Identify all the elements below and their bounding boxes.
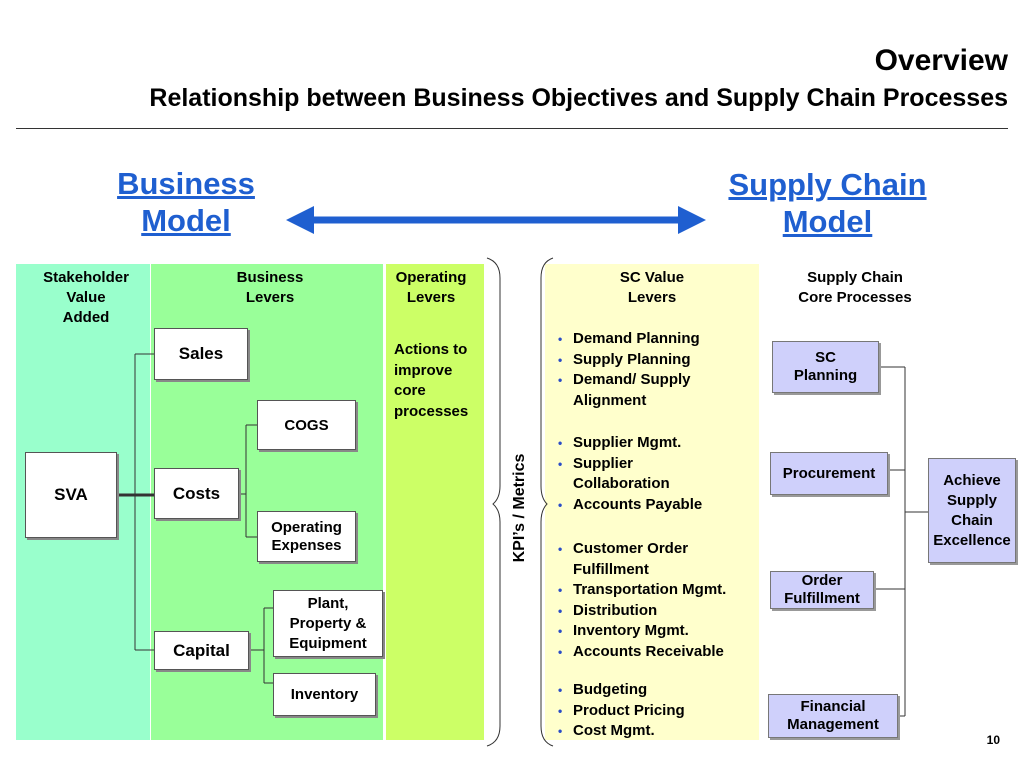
box-line: Property & [289, 614, 367, 632]
heading-line: SC Value [619, 269, 685, 286]
box-line: Management [787, 716, 879, 733]
list-item: Cost Mgmt. [553, 721, 758, 742]
heading-line: Added [62, 309, 110, 326]
heading-line: Core Processes [798, 289, 912, 306]
item-text: Customer Order [573, 540, 689, 557]
list-item: Distribution [553, 601, 758, 622]
heading-line: Levers [245, 289, 295, 306]
box-line: Plant, [307, 594, 349, 612]
stakeholder-heading: Stakeholder Value Added [16, 268, 156, 328]
kpi-metrics-label: KPI’s / Metrics [511, 453, 528, 563]
item-text: Transportation Mgmt. [573, 581, 727, 598]
item-text: Product Pricing [573, 701, 685, 719]
page-title: Overview [874, 44, 1008, 77]
financial-management-box: Financial Management [768, 694, 898, 738]
costs-box: Costs [154, 468, 239, 519]
sc-levers-group-planning: Demand Planning Supply Planning Demand/ … [553, 329, 758, 411]
item-text: Demand Planning [573, 330, 700, 347]
operating-expenses-box: Operating Expenses [257, 511, 356, 562]
item-text: Distribution [573, 601, 658, 619]
item-text: Supply Planning [573, 350, 691, 368]
item-text: Demand/ Supply [573, 371, 691, 388]
box-line: Planning [793, 367, 858, 384]
text-line: improve [394, 361, 453, 379]
item-text: Budgeting [573, 681, 648, 698]
box-line: Excellence [933, 531, 1011, 549]
text-line: processes [394, 402, 469, 420]
business-model-line-2: Model [141, 203, 231, 238]
item-text: Cost Mgmt. [573, 722, 655, 739]
capital-box: Capital [154, 631, 249, 670]
text-line: core [394, 382, 426, 399]
heading-line: Value [66, 289, 106, 306]
operating-levers-heading: Operating Levers [384, 268, 478, 308]
list-item: Budgeting [553, 680, 758, 701]
supply-chain-model-line-1: Supply Chain [728, 167, 927, 202]
list-item: Product Pricing [553, 701, 758, 722]
list-item: Accounts Payable [553, 495, 758, 516]
list-item: Supplier Mgmt. [553, 433, 758, 454]
box-line: Order [801, 572, 843, 589]
item-text: Accounts Receivable [573, 642, 724, 660]
item-text: Fulfillment [573, 560, 649, 578]
ppe-box: Plant, Property & Equipment [273, 590, 383, 657]
item-text: Supplier [573, 454, 634, 472]
list-item: Accounts Receivable [553, 642, 758, 663]
sc-value-levers-heading: SC Value Levers [545, 268, 759, 308]
heading-line: Levers [406, 289, 456, 306]
page-subtitle: Relationship between Business Objectives… [149, 84, 1008, 112]
sva-box: SVA [25, 452, 117, 538]
supply-chain-model-link[interactable]: Supply Chain Model [705, 166, 950, 240]
list-item: Supply Planning [553, 350, 758, 371]
order-fulfillment-box: Order Fulfillment [770, 571, 874, 609]
item-text: Supplier Mgmt. [573, 434, 682, 451]
box-line: Operating [271, 518, 342, 536]
heading-line: Business [236, 269, 304, 286]
box-line: Equipment [289, 634, 367, 652]
sales-box: Sales [154, 328, 248, 380]
item-text: Alignment [573, 391, 647, 409]
supply-chain-model-line-2: Model [782, 204, 873, 239]
box-line: Chain [951, 511, 993, 529]
title-divider [16, 128, 1008, 129]
sc-levers-group-finance: Budgeting Product Pricing Cost Mgmt. [553, 680, 758, 742]
procurement-box: Procurement [770, 452, 888, 495]
heading-line: Operating [395, 269, 467, 286]
list-item: Inventory Mgmt. [553, 621, 758, 642]
list-item: Demand Planning [553, 329, 758, 350]
box-line: Achieve [943, 471, 1001, 489]
business-model-link[interactable]: Business Model [95, 165, 277, 239]
business-model-line-1: Business [117, 166, 255, 201]
item-text: Accounts Payable [573, 495, 703, 513]
core-processes-heading: Supply Chain Core Processes [770, 268, 940, 308]
item-text: Collaboration [573, 475, 670, 492]
box-line: SC [815, 349, 836, 366]
achieve-excellence-box: Achieve Supply Chain Excellence [928, 458, 1016, 563]
heading-line: Stakeholder [43, 269, 129, 286]
box-line: Supply [946, 491, 997, 509]
item-text: Inventory Mgmt. [573, 622, 689, 639]
operating-levers-text: Actions to improve core processes [394, 340, 484, 422]
box-line: Fulfillment [784, 590, 860, 607]
business-levers-heading: Business Levers [151, 268, 389, 308]
page-number: 10 [986, 733, 1000, 747]
heading-line: Levers [627, 289, 677, 306]
heading-line: Supply Chain [807, 269, 903, 286]
double-arrow-icon [286, 206, 706, 234]
text-line: Actions to [394, 341, 468, 358]
cogs-box: COGS [257, 400, 356, 450]
operating-levers-column [386, 264, 484, 740]
box-line: Expenses [271, 536, 342, 554]
box-line: Financial [800, 698, 866, 715]
sc-planning-box: SC Planning [772, 341, 879, 393]
inventory-box: Inventory [273, 673, 376, 716]
list-item: Transportation Mgmt. [553, 580, 758, 601]
